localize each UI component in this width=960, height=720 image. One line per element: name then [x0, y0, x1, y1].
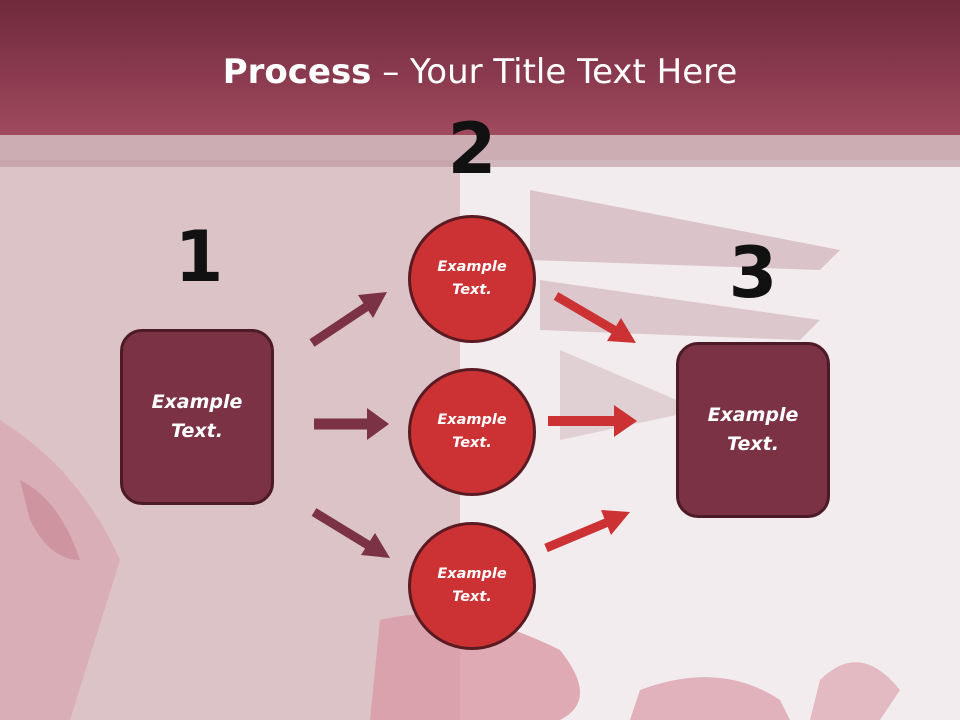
arrow-bottom-to-right: [544, 510, 630, 553]
circle-bottom-label: Example Text.: [437, 566, 507, 605]
circle-middle[interactable]: Example Text.: [408, 368, 536, 496]
right-box-label: Example Text.: [707, 404, 799, 455]
arrow-left-to-bottom: [311, 508, 390, 558]
arrow-top-to-right: [553, 292, 636, 343]
circle-middle-label: Example Text.: [437, 412, 507, 451]
arrow-left-to-middle: [314, 408, 389, 440]
title-bar: [0, 0, 960, 135]
arrow-left-to-top: [309, 292, 387, 347]
arrow-middle-to-right: [548, 405, 637, 437]
step-number-1: 1: [174, 216, 224, 298]
circle-top-label: Example Text.: [437, 259, 507, 298]
right-box[interactable]: Example Text.: [676, 342, 830, 518]
title-strong: Process: [222, 52, 372, 92]
step-number-2: 2: [447, 108, 497, 190]
left-box-label: Example Text.: [151, 391, 243, 442]
slide-title[interactable]: Process – Your Title Text Here: [0, 52, 960, 92]
title-rest: – Your Title Text Here: [371, 52, 738, 92]
circle-top[interactable]: Example Text.: [408, 215, 536, 343]
title-strip: [0, 135, 960, 167]
left-box[interactable]: Example Text.: [120, 329, 274, 505]
circle-bottom[interactable]: Example Text.: [408, 522, 536, 650]
step-number-3: 3: [728, 232, 778, 314]
